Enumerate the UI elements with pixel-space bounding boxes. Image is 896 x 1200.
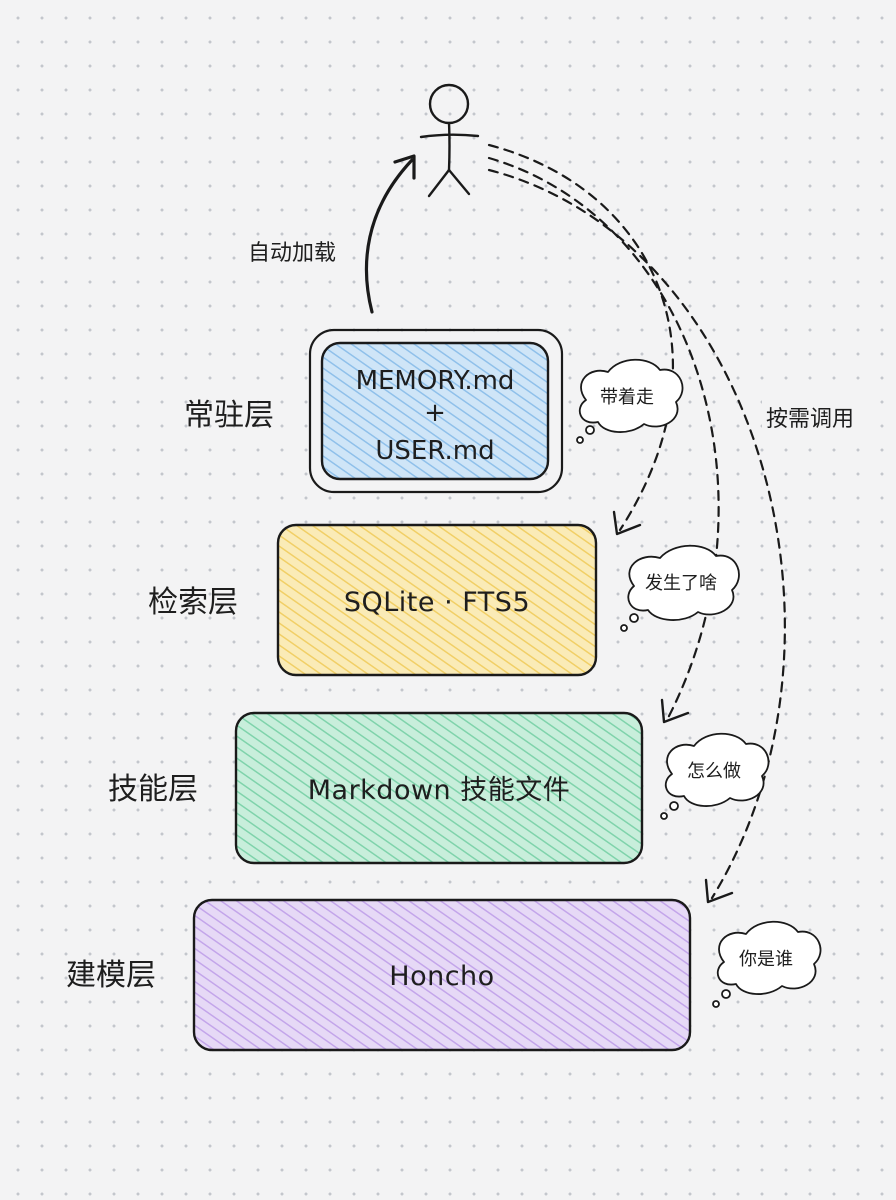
auto-load-label: 自动加载 <box>248 241 336 266</box>
layer-label-resident: 常驻层 <box>184 398 274 433</box>
box-skill: Markdown 技能文件 <box>234 711 644 865</box>
retrieval-content: SQLite · FTS5 <box>344 587 530 618</box>
on-demand-label: 按需调用 <box>766 407 854 432</box>
on-demand-arrows <box>487 143 786 900</box>
layer-label-modeling: 建模层 <box>66 958 156 993</box>
thought-skill: 怎么做 <box>687 761 741 782</box>
stick-figure-icon <box>419 83 480 198</box>
layer-label-retrieval: 检索层 <box>148 585 238 620</box>
dashed-arrow-modeling <box>487 168 786 900</box>
resident-line-1: MEMORY.md <box>356 366 515 396</box>
layer-label-skill: 技能层 <box>108 772 198 807</box>
thought-resident: 带着走 <box>600 387 654 408</box>
box-modeling: Honcho <box>192 898 692 1052</box>
resident-line-2: + <box>424 398 446 428</box>
box-resident: MEMORY.md + USER.md <box>308 328 564 494</box>
auto-load-arrow <box>364 154 416 314</box>
thought-retrieval: 发生了啥 <box>645 573 717 594</box>
thought-bubble-resident <box>576 358 684 444</box>
thought-bubble-modeling <box>712 920 822 1008</box>
thought-modeling: 你是谁 <box>739 949 793 970</box>
dashed-arrowheads <box>612 510 734 904</box>
box-retrieval: SQLite · FTS5 <box>276 523 598 677</box>
dashed-arrow-retrieval <box>487 143 675 532</box>
resident-line-3: USER.md <box>375 436 494 466</box>
skill-content: Markdown 技能文件 <box>308 775 571 806</box>
modeling-content: Honcho <box>389 961 494 992</box>
thought-bubble-skill <box>660 732 770 820</box>
thought-bubble-retrieval <box>620 544 740 632</box>
dashed-arrow-skill <box>487 156 720 720</box>
